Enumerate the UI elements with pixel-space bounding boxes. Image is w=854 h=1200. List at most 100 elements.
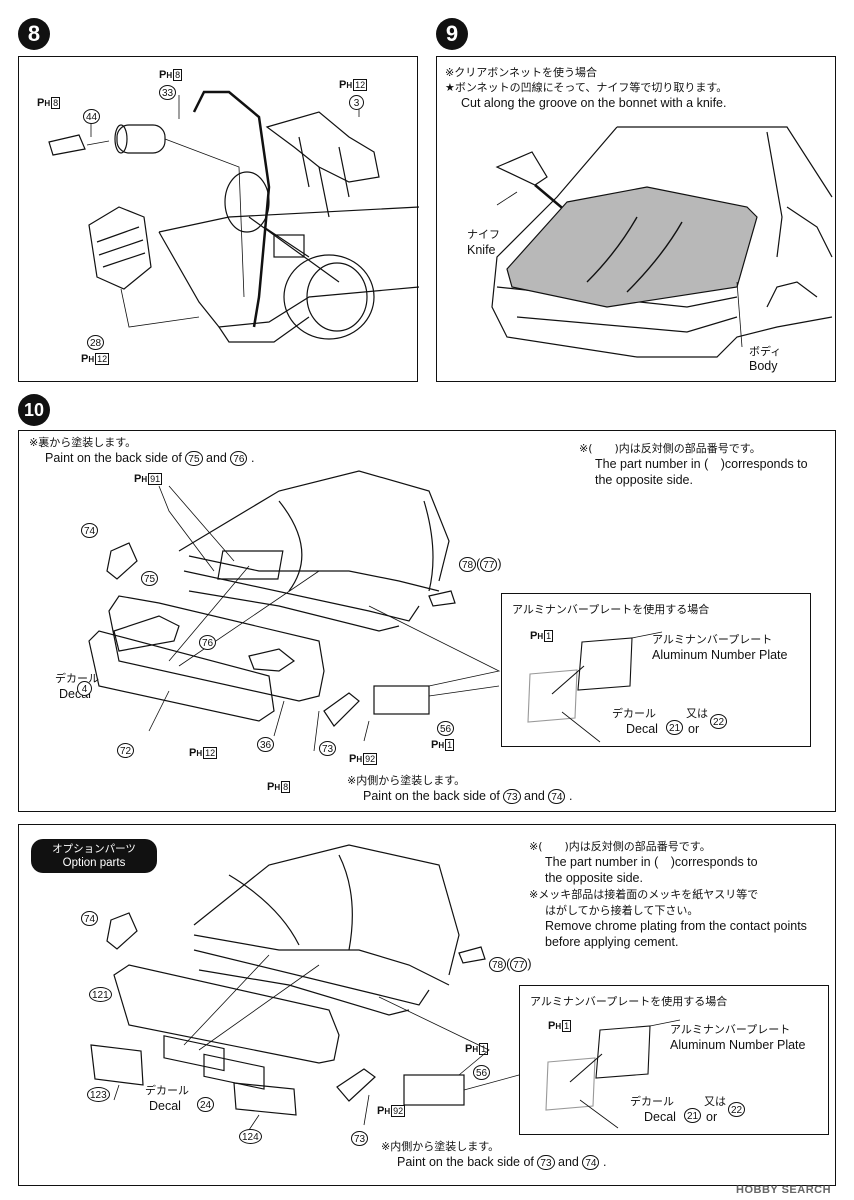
step-10-note-en-inner: Paint on the back side of 73 and 74 . (363, 789, 572, 804)
step-9-note-jp-2: ★ボンネットの凹線にそって、ナイフ等で切り取ります。 (445, 81, 728, 94)
option-note-en-inner: Paint on the back side of 73 and 74 . (397, 1155, 606, 1170)
option-note-en-opp-1: The part number in ( )corresponds to (545, 855, 758, 869)
step-9-knife-en: Knife (467, 243, 496, 257)
part-78: 78 (459, 557, 477, 572)
option-part-123: 123 (87, 1087, 110, 1102)
step-9-body-en: Body (749, 359, 778, 373)
step-9-panel: ※クリアボンネットを使う場合 ★ボンネットの凹線にそって、ナイフ等で切り取ります… (436, 56, 836, 382)
option-note-jp-chrome-2: はがしてから接着して下さい。 (545, 904, 699, 917)
option-inset-plate-en: Aluminum Number Plate (670, 1038, 806, 1052)
and-text-2: and (524, 789, 545, 803)
period-text: . (250, 451, 255, 465)
step-9-note-jp-1: ※クリアボンネットを使う場合 (445, 66, 597, 79)
step-9-number: 9 (436, 18, 468, 50)
option-badge-jp: オプションパーツ (52, 843, 136, 855)
part-44: 44 (83, 109, 101, 124)
part-21: 21 (666, 720, 684, 735)
part-73-ref: 73 (503, 789, 521, 804)
part-3: 3 (349, 95, 364, 110)
option-part-24: 24 (197, 1097, 215, 1112)
option-note-jp-chrome-1: ※メッキ部品は接着面のメッキを紙ヤスリ等で (529, 888, 759, 901)
step-10-inset-or-jp: 又は (686, 707, 708, 720)
part-74: 74 (81, 523, 99, 538)
option-part-73: 73 (351, 1131, 369, 1146)
step-9-body-jp: ボディ (749, 345, 782, 358)
option-part-124: 124 (239, 1129, 262, 1144)
option-parts-drawing (90, 844, 520, 1131)
step-10-note-en-opp-2: the opposite side. (595, 473, 693, 487)
part-74-ref: 74 (548, 789, 566, 804)
step-10-drawing (88, 470, 501, 752)
part-78-77: 78(77) (459, 557, 502, 572)
part-76: 76 (199, 635, 217, 650)
step-10-inset-plate-jp: アルミナンバープレート (652, 633, 773, 646)
step-9-note-en: Cut along the groove on the bonnet with … (461, 96, 727, 110)
step-10-number: 10 (18, 394, 50, 426)
option-part-74: 74 (81, 911, 99, 926)
option-inset-or-en: or (706, 1110, 718, 1124)
part-33: 33 (159, 85, 177, 100)
step-9-knife-jp: ナイフ (467, 228, 500, 241)
option-period-text: . (602, 1155, 607, 1169)
part-56: 56 (437, 721, 455, 736)
part-77: 77 (480, 557, 498, 572)
option-decal-en: Decal (149, 1099, 181, 1113)
part-73: 73 (319, 741, 337, 756)
part-72: 72 (117, 743, 135, 758)
option-part-21: 21 (684, 1108, 702, 1123)
period-text-2: . (568, 789, 573, 803)
part-75: 75 (141, 571, 159, 586)
step-10-note-jp-back: ※裏から塗装します。 (29, 436, 137, 449)
option-part-78: 78 (489, 957, 507, 972)
option-badge-en: Option parts (62, 857, 126, 869)
step-10-inset-plate-en: Aluminum Number Plate (652, 648, 788, 662)
option-note-jp-inner: ※内側から塗装します。 (381, 1140, 500, 1153)
step-10-inset-or-en: or (688, 722, 700, 736)
option-note-en-chrome-1: Remove chrome plating from the contact p… (545, 919, 807, 933)
option-inset-or-jp: 又は (704, 1095, 726, 1108)
part-22: 22 (710, 714, 728, 729)
step-9-drawing (491, 126, 833, 358)
option-inset-decal-en: Decal (644, 1110, 676, 1124)
part-28: 28 (87, 335, 105, 350)
step-10-note-en-back-text: Paint on the back side of (45, 451, 182, 465)
step-10-panel: ※裏から塗装します。 Paint on the back side of 75 … (18, 430, 836, 812)
option-part-73-ref: 73 (537, 1155, 555, 1170)
and-text: and (206, 451, 227, 465)
option-inset-drawing (545, 1019, 681, 1129)
option-parts-badge: オプションパーツ Option parts (31, 839, 157, 873)
option-inset-decal-jp: デカール (630, 1095, 674, 1108)
option-part-56: 56 (473, 1065, 491, 1080)
option-part-77: 77 (510, 957, 528, 972)
part-75-ref: 75 (185, 451, 203, 466)
option-note-jp-opp: ※( )内は反対側の部品番号です。 (529, 840, 711, 853)
step-10-note-jp-opp: ※( )内は反対側の部品番号です。 (579, 442, 761, 455)
part-36: 36 (257, 737, 275, 752)
step-10-note-en-back: Paint on the back side of 75 and 76 . (45, 451, 254, 466)
step-10-note-en-inner-text: Paint on the back side of (363, 789, 500, 803)
step-8-drawing (48, 90, 419, 343)
part-4: 4 (77, 681, 92, 696)
option-part-22: 22 (728, 1102, 746, 1117)
step-10-decal-jp: デカール (55, 672, 99, 685)
option-note-en-inner-text: Paint on the back side of (397, 1155, 534, 1169)
part-76-ref: 76 (230, 451, 248, 466)
option-note-en-chrome-2: before applying cement. (545, 935, 679, 949)
option-note-en-opp-2: the opposite side. (545, 871, 643, 885)
step-10-inset-decal-en: Decal (626, 722, 658, 736)
option-inset-title: アルミナンバープレートを使用する場合 (530, 995, 728, 1008)
